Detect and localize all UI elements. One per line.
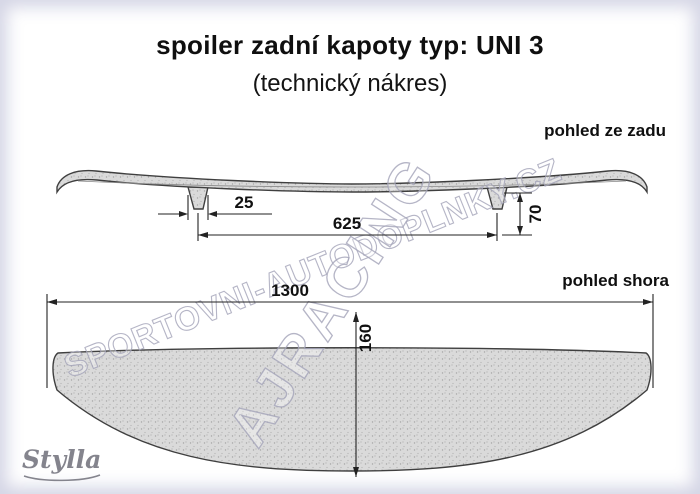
arrowheads (517, 193, 523, 235)
top-view-label: pohled shora (562, 271, 669, 290)
dimensions: 25 625 70 1300 160 (46, 192, 654, 477)
brand-logo-text: Stylla (22, 445, 102, 474)
spoiler-rear-blade (56, 169, 648, 195)
logo-underline-flourish (23, 474, 101, 482)
page-subtitle: (technický nákres) (252, 70, 448, 97)
dimension-total-width: 1300 (46, 281, 654, 388)
spoiler-rear-edge-line (77, 180, 627, 188)
rear-view-label: pohled ze zadu (544, 121, 666, 140)
dimension-depth: 160 (353, 312, 375, 477)
dimension-value: 25 (235, 193, 254, 212)
dimension-value: 160 (356, 324, 375, 352)
brand-logo: Stylla (22, 447, 102, 483)
dimension-lines (46, 294, 654, 388)
top-view-drawing (52, 347, 652, 472)
rear-view-drawing (56, 169, 648, 210)
dimension-foot-width: 25 (158, 193, 272, 220)
dimension-lines (158, 195, 272, 220)
dimension-value: 1300 (271, 281, 309, 300)
dimension-mount-spacing: 625 (197, 213, 498, 241)
spoiler-rear-left-foot (187, 186, 209, 210)
arrowheads (179, 211, 217, 217)
page-title: spoiler zadní kapoty typ: UNI 3 (156, 30, 544, 60)
spoiler-top-outline (52, 347, 652, 472)
dimension-height: 70 (502, 192, 545, 236)
dimension-value: 70 (526, 205, 545, 224)
dimension-value: 625 (333, 214, 361, 233)
dimension-lines (197, 213, 498, 241)
